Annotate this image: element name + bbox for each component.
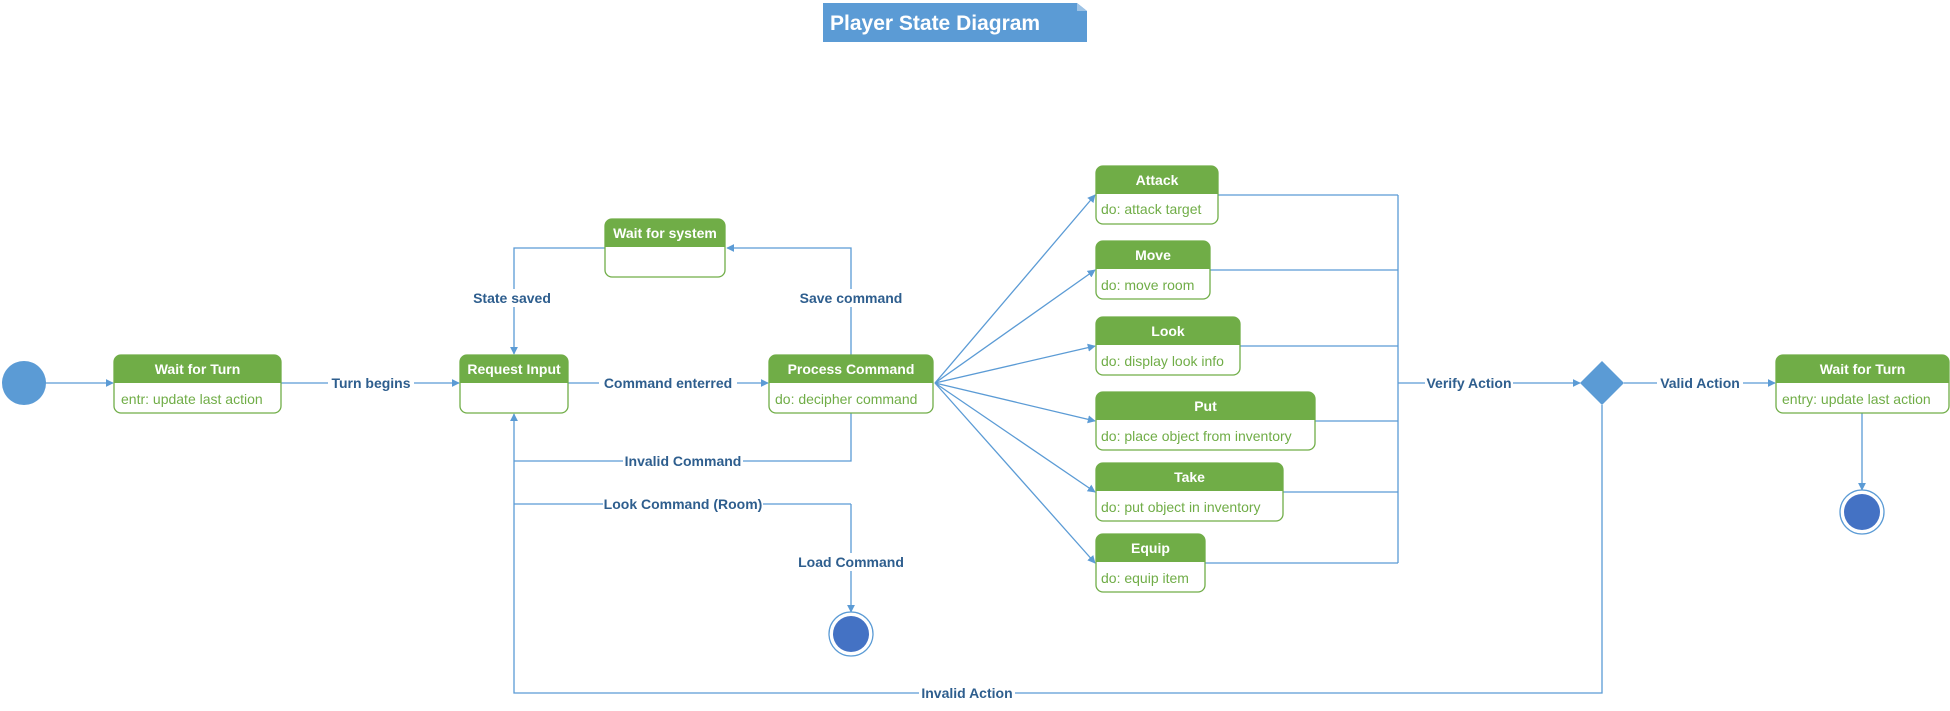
state-activity: do: display look info — [1101, 353, 1224, 369]
state-title: Wait for system — [613, 225, 717, 241]
edge-to-take — [934, 382, 1096, 493]
label-load-command: Load Command — [798, 554, 904, 570]
edge-to-put — [934, 382, 1096, 424]
label-verify-action: Verify Action — [1426, 375, 1511, 391]
label-turn-begins: Turn begins — [331, 375, 410, 391]
edge-invalid-action — [510, 405, 1603, 694]
decision-node — [1580, 361, 1624, 405]
state-activity: entry: update last action — [1782, 391, 1931, 407]
state-title: Move — [1135, 247, 1171, 263]
initial-node — [2, 361, 46, 405]
state-title: Take — [1174, 469, 1205, 485]
edge-save-command — [726, 244, 852, 355]
state-title: Wait for Turn — [155, 361, 241, 377]
edge-to-move — [934, 269, 1096, 384]
state-title: Look — [1151, 323, 1185, 339]
state-title: Wait for Turn — [1820, 361, 1906, 377]
state-title: Put — [1194, 398, 1217, 414]
final-node-load — [828, 611, 874, 657]
diagram-title-text: Player State Diagram — [830, 12, 1040, 35]
state-title: Process Command — [788, 361, 915, 377]
state-take[interactable]: Take do: put object in inventory — [1095, 462, 1284, 522]
edge-to-attack — [934, 194, 1096, 384]
state-request-input[interactable]: Request Input — [459, 354, 569, 414]
state-activity: entr: update last action — [121, 391, 263, 407]
state-activity: do: equip item — [1101, 570, 1189, 586]
state-put[interactable]: Put do: place object from inventory — [1095, 391, 1316, 451]
edge-to-equip — [934, 382, 1096, 564]
state-title: Request Input — [467, 361, 561, 377]
state-title: Equip — [1131, 540, 1170, 556]
edge-to-look — [934, 343, 1096, 384]
label-invalid-command: Invalid Command — [625, 453, 742, 469]
state-activity: do: move room — [1101, 277, 1194, 293]
state-title: Attack — [1136, 172, 1179, 188]
state-activity: do: attack target — [1101, 201, 1202, 217]
state-wait-for-turn-2[interactable]: Wait for Turn entry: update last action — [1775, 354, 1950, 414]
final-node-turn — [1839, 489, 1885, 535]
diagram-title: Player State Diagram — [823, 3, 1087, 42]
label-command-entered: Command enterred — [604, 375, 732, 391]
state-activity: do: put object in inventory — [1101, 499, 1261, 515]
label-invalid-action: Invalid Action — [921, 685, 1012, 701]
state-wait-for-turn-1[interactable]: Wait for Turn entr: update last action — [113, 354, 282, 414]
state-move[interactable]: Move do: move room — [1095, 240, 1211, 300]
label-save-command: Save command — [800, 290, 903, 306]
state-look[interactable]: Look do: display look info — [1095, 316, 1241, 376]
label-valid-action: Valid Action — [1660, 375, 1740, 391]
label-state-saved: State saved — [473, 290, 551, 306]
edge-state-saved — [510, 247, 605, 355]
label-look-command-room: Look Command (Room) — [604, 496, 763, 512]
state-activity: do: decipher command — [775, 391, 917, 407]
state-activity: do: place object from inventory — [1101, 428, 1292, 444]
state-equip[interactable]: Equip do: equip item — [1095, 533, 1206, 593]
state-process-command[interactable]: Process Command do: decipher command — [768, 354, 934, 414]
state-wait-for-system[interactable]: Wait for system — [604, 218, 726, 278]
edge-labels: Turn begins Command enterred State saved… — [328, 289, 1743, 702]
connectors — [45, 194, 1866, 694]
state-attack[interactable]: Attack do: attack target — [1095, 165, 1219, 225]
